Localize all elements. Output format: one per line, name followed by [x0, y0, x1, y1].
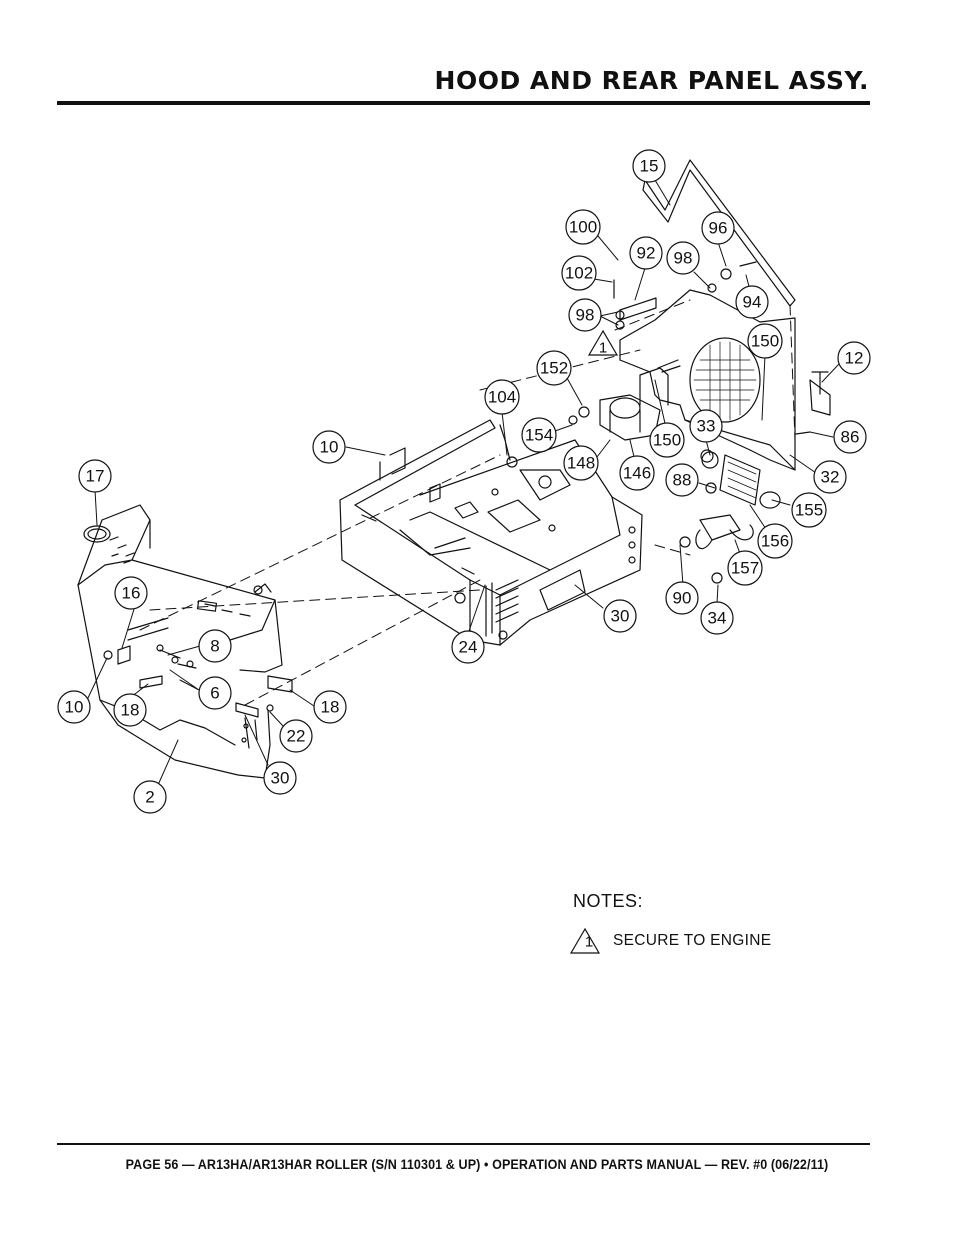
callout-label: 17 [86, 467, 105, 486]
callout-label: 152 [540, 359, 568, 378]
frame-drawing [339, 419, 643, 646]
callout-label: 12 [845, 349, 864, 368]
notes-flag-triangle: 1 [569, 927, 601, 954]
note-flag-label: 1 [599, 340, 607, 357]
callout-label: 94 [743, 293, 762, 312]
callout-label: 98 [576, 306, 595, 325]
callout-label: 102 [565, 264, 593, 283]
callout-label: 155 [795, 501, 823, 520]
footer-rule [57, 1143, 870, 1145]
callout-label: 15 [640, 157, 659, 176]
callout-label: 18 [321, 698, 340, 717]
callout-label: 2 [145, 788, 154, 807]
callout-label: 88 [673, 471, 692, 490]
callout-label: 10 [320, 438, 339, 457]
callout-label: 34 [708, 609, 727, 628]
note-flag-triangle: 1 [587, 329, 619, 357]
callout-label: 150 [653, 431, 681, 450]
callout-label: 8 [210, 637, 219, 656]
callout-label: 98 [674, 249, 693, 268]
notes-heading: NOTES: [573, 891, 644, 911]
callout-label: 100 [569, 218, 597, 237]
callout-label: 104 [488, 388, 516, 407]
page-footer: PAGE 56 — AR13HA/AR13HAR ROLLER (S/N 110… [125, 1157, 829, 1172]
callout-label: 157 [731, 559, 759, 578]
callout-label: 32 [821, 468, 840, 487]
hood-drawing [77, 504, 293, 779]
callout-group [57, 149, 871, 814]
callout-label: 154 [525, 426, 553, 445]
callout-label: 148 [567, 454, 595, 473]
note-item-text: SECURE TO ENGINE [613, 932, 772, 949]
callout-label: 18 [121, 701, 140, 720]
callout-label: 30 [611, 607, 630, 626]
callout-label: 6 [210, 684, 219, 703]
callout-label: 24 [459, 638, 478, 657]
callout-label: 90 [673, 589, 692, 608]
notes-flag-label: 1 [585, 934, 593, 951]
callout-label: 156 [761, 532, 789, 551]
callout-label: 146 [623, 464, 651, 483]
callout-label: 150 [751, 332, 779, 351]
callout-label: 16 [122, 584, 141, 603]
callout-label: 30 [271, 769, 290, 788]
rear-panel-drawing [568, 159, 831, 584]
page-title: HOOD AND REAR PANEL ASSY. [434, 66, 869, 95]
header-rule [57, 101, 870, 105]
callout-label: 86 [841, 428, 860, 447]
callout-label: 33 [697, 417, 716, 436]
callout-label: 92 [637, 244, 656, 263]
callout-label: 10 [65, 698, 84, 717]
callout-label: 22 [287, 727, 306, 746]
callout-label: 96 [709, 219, 728, 238]
